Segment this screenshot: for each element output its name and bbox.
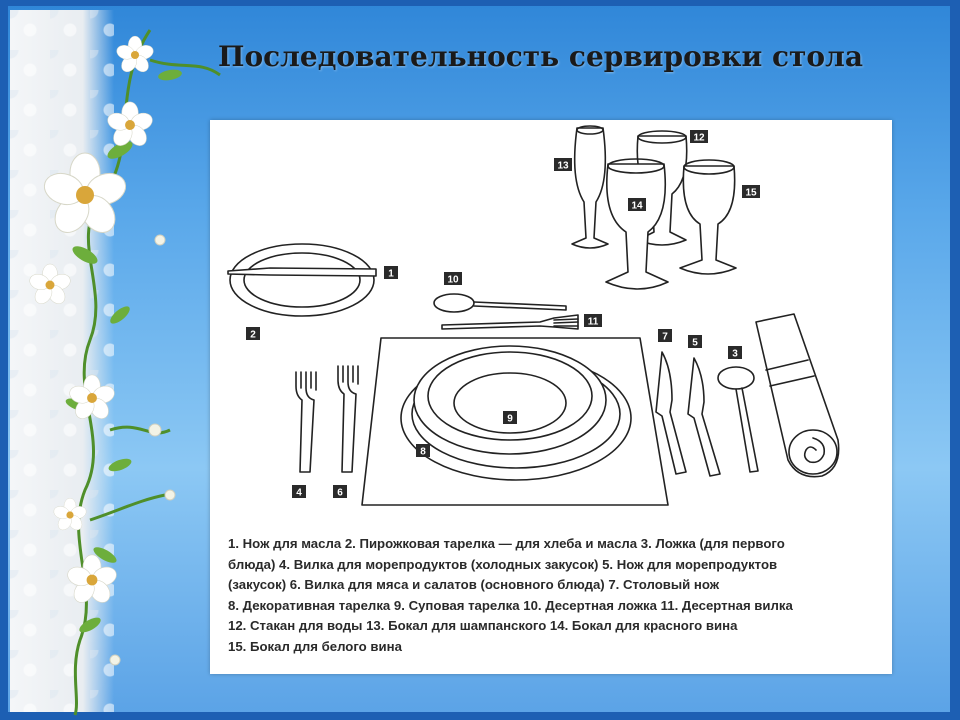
frame-right xyxy=(950,0,960,720)
callout-11: 11 xyxy=(588,317,599,328)
frame-bottom xyxy=(0,712,960,720)
glass-icon xyxy=(571,125,609,249)
callout-1: 1 xyxy=(388,269,394,280)
callout-10: 10 xyxy=(447,275,459,286)
diagram-panel: 1 2 3 4 5 6 7 8 9 10 11 12 13 14 15 1. Н… xyxy=(210,120,892,674)
page-title: Последовательность сервировки стола xyxy=(218,40,863,73)
dessert-spoon-icon xyxy=(433,293,567,313)
legend-line: блюда) 4. Вилка для морепродуктов (холод… xyxy=(228,556,778,572)
legend: 1. Нож для масла 2. Пирожковая тарелка —… xyxy=(228,534,868,657)
callout-12: 12 xyxy=(693,133,705,144)
glass-icon xyxy=(605,158,669,290)
callout-15: 15 xyxy=(745,188,757,199)
dessert-fork-icon xyxy=(441,314,579,330)
frame-left xyxy=(0,0,8,720)
callout-9: 9 xyxy=(507,414,513,425)
spoon-icon xyxy=(717,366,759,473)
callout-13: 13 xyxy=(557,161,569,172)
napkin-icon xyxy=(755,313,840,478)
legend-line: 1. Нож для масла 2. Пирожковая тарелка —… xyxy=(228,536,785,551)
callout-3: 3 xyxy=(732,349,738,360)
knife-icon xyxy=(655,351,687,475)
fork-icon xyxy=(337,365,359,473)
frame-top xyxy=(0,0,960,6)
callout-7: 7 xyxy=(662,332,668,343)
soup-plate-icon xyxy=(413,345,607,455)
glass-icon xyxy=(679,159,737,275)
butter-knife-icon xyxy=(227,267,377,277)
flower-vine-decoration xyxy=(29,29,221,716)
bread-plate-icon xyxy=(229,243,375,317)
callout-8: 8 xyxy=(420,447,426,458)
callout-2: 2 xyxy=(250,330,256,341)
knife-icon xyxy=(687,357,721,477)
legend-line: 12. Стакан для воды 13. Бокал для шампан… xyxy=(228,618,738,633)
callout-4: 4 xyxy=(296,488,302,499)
callout-14: 14 xyxy=(631,201,643,212)
fork-icon xyxy=(295,371,317,473)
legend-line: (закусок) 6. Вилка для мяса и салатов (о… xyxy=(228,577,720,592)
legend-line: 8. Декоративная тарелка 9. Суповая тарел… xyxy=(228,597,793,613)
table-setting-illustration: 1 2 3 4 5 6 7 8 9 10 11 12 13 14 15 xyxy=(227,125,840,506)
callouts: 1 2 3 4 5 6 7 8 9 10 11 12 13 14 15 xyxy=(246,130,760,499)
callout-6: 6 xyxy=(337,488,343,499)
legend-line: 15. Бокал для белого вина xyxy=(228,638,402,654)
callout-5: 5 xyxy=(692,338,698,349)
